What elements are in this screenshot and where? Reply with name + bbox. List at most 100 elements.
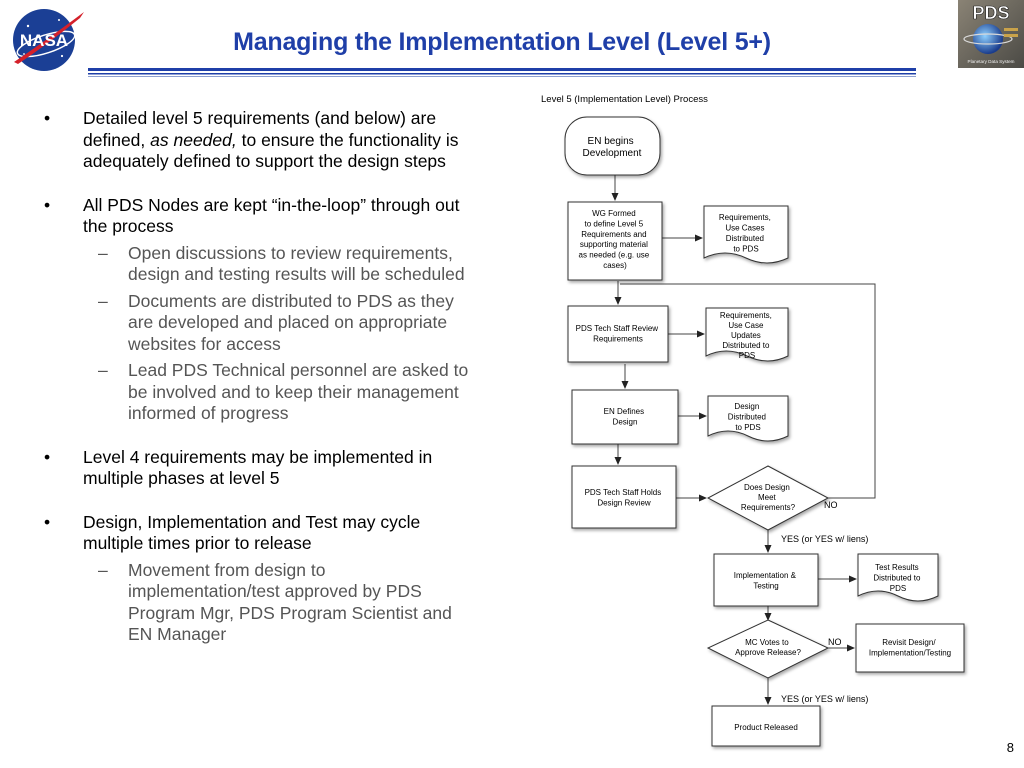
node-test-results: Test Results Distributed to PDS	[857, 553, 939, 602]
node-label: PDS Tech Staff Holds Design Review	[585, 488, 664, 508]
title-divider	[88, 68, 916, 77]
node-line: Meet	[758, 493, 777, 502]
decision-no-label: NO	[824, 500, 838, 510]
node-design-distributed: Design Distributed to PDS	[707, 395, 789, 442]
node-label: PDS Tech Staff Review Requirements	[576, 324, 661, 344]
diagram-title: Level 5 (Implementation Level) Process	[541, 94, 708, 105]
node-line: PDS	[890, 584, 906, 593]
node-line: to PDS	[735, 423, 760, 432]
node-req-updates: Requirements, Use Case Updates Distribut…	[705, 307, 789, 362]
node-line: Implementation &	[734, 571, 797, 580]
node-label: Requirements, Use Cases Distributed to P…	[719, 213, 773, 254]
pds-logo-subtext: Planetary Data System	[968, 59, 1015, 64]
mc-yes-label: YES (or YES w/ liens)	[781, 694, 868, 704]
node-impl-testing: Implementation & Testing	[713, 553, 819, 607]
sub-bullet-item: – Open discussions to review requirement…	[40, 243, 480, 286]
node-wg-formed: WG Formed to define Level 5 Requirements…	[567, 201, 663, 281]
node-line: MC Votes to	[745, 638, 789, 647]
sub-bullet-item: – Movement from design to implementation…	[40, 560, 480, 646]
mc-no-label: NO	[828, 637, 842, 647]
node-label: Implementation & Testing	[734, 571, 799, 591]
node-label: EN begins Development	[583, 136, 642, 159]
node-line: Design	[613, 418, 638, 427]
node-revisit: Revisit Design/ Implementation/Testing	[855, 623, 965, 673]
sub-bullet-dash: –	[98, 242, 108, 263]
node-line: Requirements	[593, 335, 643, 344]
node-line: Test Results	[875, 563, 919, 572]
node-line: Design	[734, 402, 759, 411]
bullet-text: Detailed level 5 requirements (and below…	[83, 108, 437, 150]
node-line: Design Review	[597, 499, 651, 508]
node-label: Revisit Design/ Implementation/Testing	[869, 638, 951, 658]
node-line: as needed (e.g. use	[579, 251, 650, 260]
bullet-dot: •	[44, 511, 51, 532]
bullet-dot: •	[44, 194, 51, 215]
node-line: Distributed	[726, 234, 764, 243]
loop-no-back	[620, 283, 876, 499]
nasa-logo: NASA	[13, 9, 84, 71]
node-line: PDS	[739, 351, 755, 360]
sub-bullet-item: – Lead PDS Technical personnel are asked…	[40, 360, 480, 425]
node-line: Requirements,	[719, 213, 771, 222]
bullet-dot: •	[44, 108, 51, 128]
pds-logo-text: PDS	[972, 3, 1009, 23]
node-product-released: Product Released	[711, 705, 821, 747]
node-line: Distributed	[728, 413, 766, 422]
node-label: EN Defines Design	[604, 407, 647, 427]
node-line: Does Design	[744, 483, 790, 492]
nasa-logo-text: NASA	[20, 31, 68, 50]
node-design-decision: Does Design Meet Requirements?	[706, 465, 830, 531]
node-line: supporting material	[580, 240, 648, 249]
flow-connectors	[611, 174, 876, 705]
node-label: WG Formed to define Level 5 Requirements…	[579, 209, 652, 270]
node-line: Distributed to	[722, 341, 770, 350]
node-line: EN Defines	[604, 407, 644, 416]
bullet-item: • Level 4 requirements may be implemente…	[40, 447, 480, 490]
node-label: Requirements, Use Case Updates Distribut…	[720, 311, 774, 360]
node-line: Development	[583, 148, 642, 159]
node-line: PDS Tech Staff Review	[576, 324, 659, 333]
node-line: Requirements,	[720, 311, 772, 320]
sub-bullet-dash: –	[98, 360, 108, 380]
node-line: Requirements and	[581, 230, 646, 239]
pds-logo: PDS Planetary Data System	[958, 0, 1024, 68]
node-line: EN begins	[588, 136, 634, 147]
node-line: Product Released	[734, 723, 798, 732]
node-line: Updates	[731, 331, 761, 340]
node-line: Approve Release?	[735, 648, 801, 657]
node-label: Product Released	[734, 723, 798, 732]
bullet-text: Design, Implementation and Test may cycl…	[83, 511, 421, 554]
bullet-item: • Detailed level 5 requirements (and bel…	[40, 108, 480, 173]
slide-title: Managing the Implementation Level (Level…	[233, 28, 771, 56]
node-line: WG Formed	[592, 209, 636, 218]
node-line: Distributed to	[873, 574, 921, 583]
node-line: to PDS	[733, 245, 758, 254]
node-line: Use Case	[728, 321, 764, 330]
bullet-text-tail: to ensure the functionality is adequatel…	[83, 129, 459, 172]
node-line: Use Cases	[725, 224, 764, 233]
bullet-text: Level 4 requirements may be implemented …	[83, 446, 433, 489]
node-label: Test Results Distributed to PDS	[873, 563, 922, 593]
process-flow-diagram: Level 5 (Implementation Level) Process N…	[541, 94, 965, 747]
node-label: Design Distributed to PDS	[728, 402, 768, 432]
node-line: PDS Tech Staff Holds	[585, 488, 662, 497]
bullet-dot: •	[44, 446, 51, 467]
node-tech-review: PDS Tech Staff Review Requirements	[567, 305, 669, 363]
bullet-item: • Design, Implementation and Test may cy…	[40, 512, 480, 555]
page-number: 8	[1006, 740, 1014, 755]
sub-bullet-dash: –	[98, 559, 108, 580]
decision-yes-label: YES (or YES w/ liens)	[781, 534, 868, 544]
node-line: Requirements?	[741, 503, 796, 512]
sub-bullet-text: Lead PDS Technical personnel are asked t…	[128, 360, 469, 423]
node-line: cases)	[603, 261, 627, 270]
node-line: Revisit Design/	[882, 638, 936, 647]
bullet-text: All PDS Nodes are kept “in-the-loop” thr…	[83, 194, 460, 237]
node-mc-votes: MC Votes to Approve Release?	[706, 619, 830, 679]
bullet-item: • All PDS Nodes are kept “in-the-loop” t…	[40, 195, 480, 238]
sub-bullet-item: – Documents are distributed to PDS as th…	[40, 291, 480, 356]
node-en-begins: EN begins Development	[564, 116, 661, 176]
node-label: MC Votes to Approve Release?	[735, 638, 801, 657]
node-en-defines: EN Defines Design	[571, 389, 679, 445]
node-line: to define Level 5	[585, 219, 644, 228]
sub-bullet-text: Documents are distributed to PDS as they…	[128, 290, 454, 354]
